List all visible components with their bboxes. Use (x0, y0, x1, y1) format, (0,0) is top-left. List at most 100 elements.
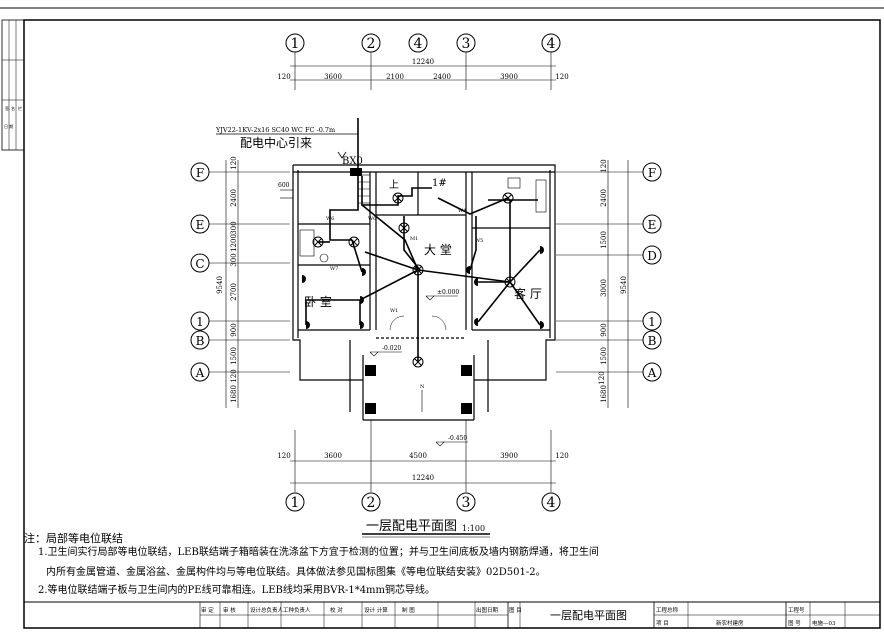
dim: 120 (555, 73, 568, 81)
dimensions-left: 9540 120 2400 300 1200 300 2700 900 1500… (216, 156, 239, 408)
notes-line-3: 2.等电位联结端子板与卫生间内的PE线可靠相连。LEB线均采用BVR-1*4mm… (38, 585, 436, 596)
axis-label: 4 (547, 495, 556, 511)
stair-mark: 1# (432, 178, 447, 189)
dim: 900 (230, 323, 238, 336)
axis-label: 1 (291, 495, 300, 511)
dim: 2400 (230, 189, 238, 207)
axis-label: 2 (367, 36, 376, 52)
small-label: W1 (390, 308, 398, 314)
notes-line-1: 1.卫生间实行局部等电位联结，LEB联结端子箱暗装在洗涤盆下方宜于检测的位置；并… (38, 547, 599, 558)
axis-label: E (196, 218, 205, 232)
dim-total: 9540 (216, 276, 224, 294)
axis-label: D (647, 249, 657, 263)
binding-strip: 签 名 栏 日 期 (1, 19, 25, 151)
dim: 1500 (230, 347, 238, 365)
axis-bubbles-top: 1 2 4 3 4 (285, 33, 561, 90)
light-fixture-icon (504, 276, 516, 288)
axis-bubbles-left: F E C 1 B A (190, 162, 290, 382)
dim: 4500 (409, 452, 427, 460)
light-fixtures (312, 192, 516, 368)
axis-label: A (195, 366, 205, 380)
strip-text-4: 日 期 (4, 123, 13, 129)
dim: 1680 (600, 385, 608, 403)
signoff-label: 工种负责人 (283, 606, 311, 614)
axis-bubble (541, 33, 561, 53)
building-walls (280, 164, 556, 421)
item-value: 新农村建房 (716, 619, 744, 627)
dim: 300 (230, 221, 238, 234)
dim: 3600 (324, 73, 342, 81)
level-marks: ±0.000 -0.020 -0.450 (369, 289, 468, 447)
dimensions-top: 12240 120 3600 2100 2400 3900 120 (277, 58, 568, 81)
axis-bubbles-right: F E D 1 B A (556, 162, 662, 382)
axis-label: C (195, 257, 204, 271)
notes-heading: 注：局部等电位联结 (24, 532, 123, 545)
light-fixture-icon (412, 264, 424, 276)
dim: 120 (277, 73, 290, 81)
dim: 3000 (600, 279, 608, 297)
axis-bubble (285, 33, 305, 53)
dim: 120 (598, 371, 606, 384)
small-label: W4 (458, 208, 466, 214)
dim: 120 (230, 156, 238, 169)
signoff-label: 审 定 (201, 606, 214, 614)
outlets (302, 246, 544, 329)
dim: 1500 (600, 347, 608, 365)
dimensions-right: 9540 120 2400 1500 3000 900 1500 120 168… (598, 159, 629, 408)
strip-text-2: 名 (11, 105, 15, 111)
drawing-title: 一层配电平面图 1:100 (362, 519, 490, 538)
light-fixture-icon (398, 222, 410, 234)
axis-label: F (196, 166, 204, 180)
axis-bubble (408, 33, 428, 53)
dim: 2100 (386, 73, 404, 81)
dim-total: 12240 (412, 474, 434, 482)
axis-bubble (456, 33, 476, 53)
axis-label: 3 (462, 36, 471, 52)
source-label: 配电中心引来 (240, 135, 312, 150)
small-label: W5 (475, 238, 483, 244)
room-label-hall: 大 堂 (424, 243, 452, 257)
dim-total: 9540 (620, 276, 628, 294)
light-fixture-icon (312, 236, 324, 248)
signoff-label: 审 核 (223, 606, 236, 614)
axis-label: A (647, 366, 657, 380)
axis-label: E (648, 218, 657, 232)
dim: 900 (600, 323, 608, 336)
drawing-label: 图 目 (509, 606, 522, 614)
dim: 2400 (433, 73, 451, 81)
axis-bubble (361, 33, 381, 53)
room-label-living: 客 厅 (514, 286, 542, 301)
small-label: W7 (330, 266, 338, 272)
axis-label: B (648, 334, 657, 348)
axis-label: 3 (462, 495, 471, 511)
small-label: W6 (368, 216, 376, 222)
dim: 3900 (500, 452, 518, 460)
dim: 3900 (500, 73, 518, 81)
dim: 120 (230, 369, 238, 382)
drawing-scale: 1:100 (462, 524, 485, 533)
dim: 3600 (324, 452, 342, 460)
project-label: 工程总称 (656, 606, 679, 614)
light-fixture-icon (392, 192, 404, 204)
sheet-label: 图 号 (788, 619, 801, 627)
dim-total: 12240 (412, 58, 434, 66)
title-block: 审 定 审 核 设计总负责人 工种负责人 校 对 设计 计算 制 图 出图日期 … (24, 601, 880, 628)
axis-label: 1 (291, 36, 300, 52)
sheet-value: 电施—03 (812, 619, 836, 627)
small-label: 600 (278, 182, 290, 189)
title-block-drawing-name: 一层配电平面图 (550, 609, 627, 622)
strip-text-1: 签 (5, 105, 9, 111)
project-no-label: 工程号 (788, 606, 805, 614)
signoff-label: 设计 计算 (364, 606, 388, 614)
dim: 300 (230, 253, 238, 266)
dim: 1680 (230, 385, 238, 403)
stair-mark: 上 (389, 179, 399, 191)
dim: 120 (600, 159, 608, 172)
signoff-label: 校 对 (330, 606, 343, 614)
strip-text-3: 栏 (18, 105, 22, 111)
light-fixture-icon (412, 356, 424, 368)
light-fixture-icon (348, 236, 360, 248)
axis-label: 2 (367, 495, 376, 511)
dim: 1200 (230, 234, 238, 252)
axis-label: 4 (414, 36, 423, 52)
